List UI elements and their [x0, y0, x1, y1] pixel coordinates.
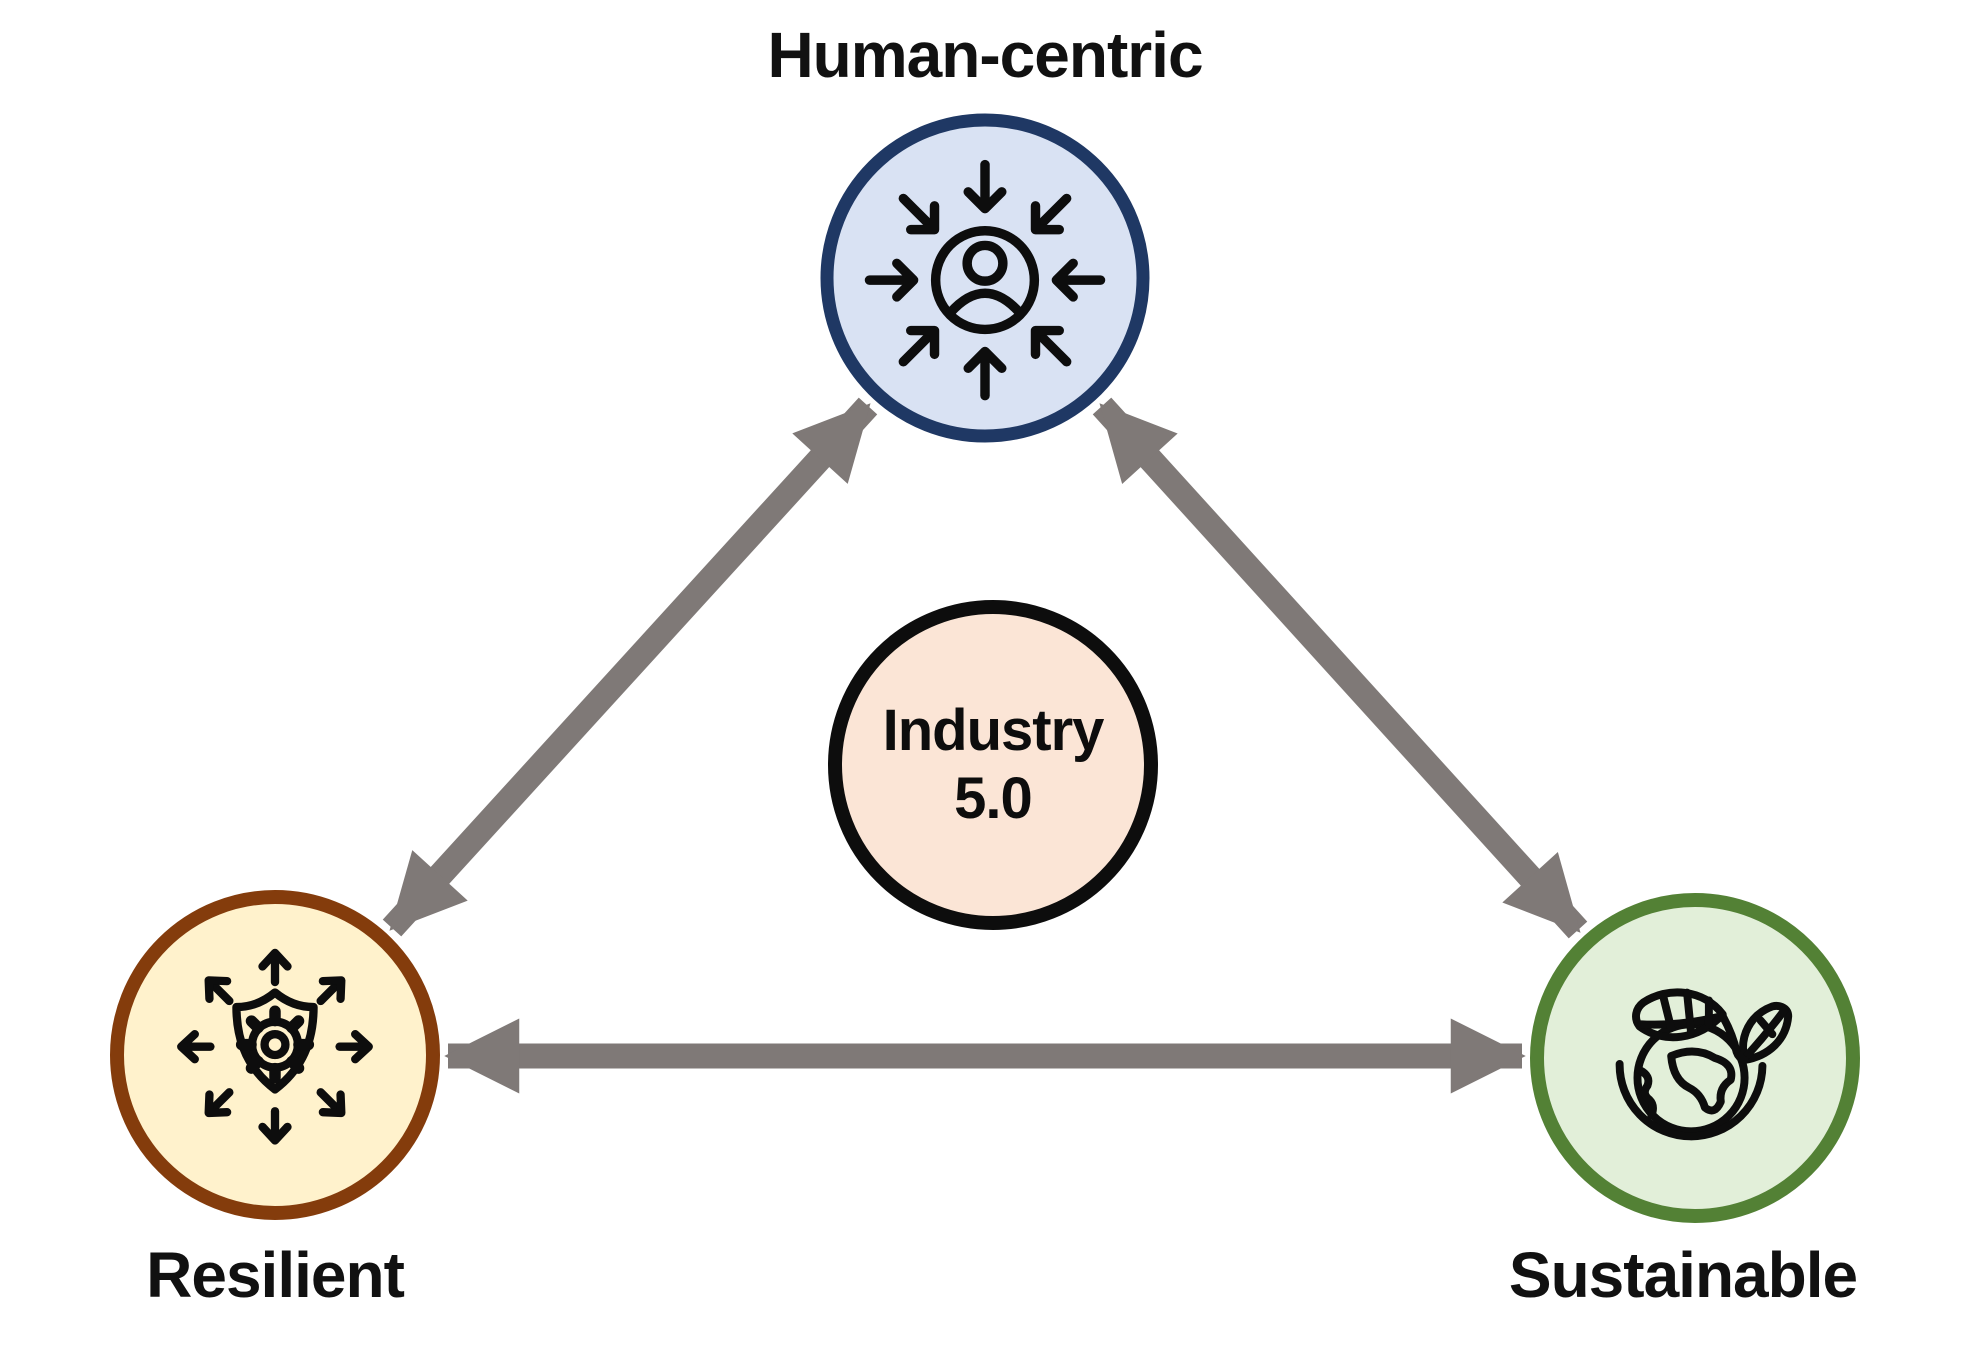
arrow-humancentric-sustainable [1092, 397, 1588, 939]
sustainable-node [1530, 893, 1860, 1223]
industry-5-label-line1: Industry [882, 697, 1105, 763]
resilient-label: Resilient [146, 1239, 405, 1311]
arrow-resilient-humancentric [382, 397, 878, 937]
industry-5-label-line2: 5.0 [954, 766, 1033, 831]
shield-gear-radiating-arrows-icon [177, 948, 373, 1145]
industry-5-circle [828, 600, 1158, 930]
human-centric-node [820, 113, 1150, 443]
person-converging-arrows-icon [864, 159, 1106, 401]
gear-glyph [235, 1005, 315, 1084]
sustainable-circle [1530, 893, 1860, 1223]
resilient-node [110, 890, 440, 1220]
industry-5-label: Industry 5.0 [828, 600, 1158, 930]
industry-5-node: Industry 5.0 [828, 600, 1158, 930]
sustainable-label: Sustainable [1508, 1239, 1858, 1311]
earth-with-leaves-icon [1615, 988, 1793, 1141]
human-centric-label: Human-centric [767, 19, 1203, 91]
